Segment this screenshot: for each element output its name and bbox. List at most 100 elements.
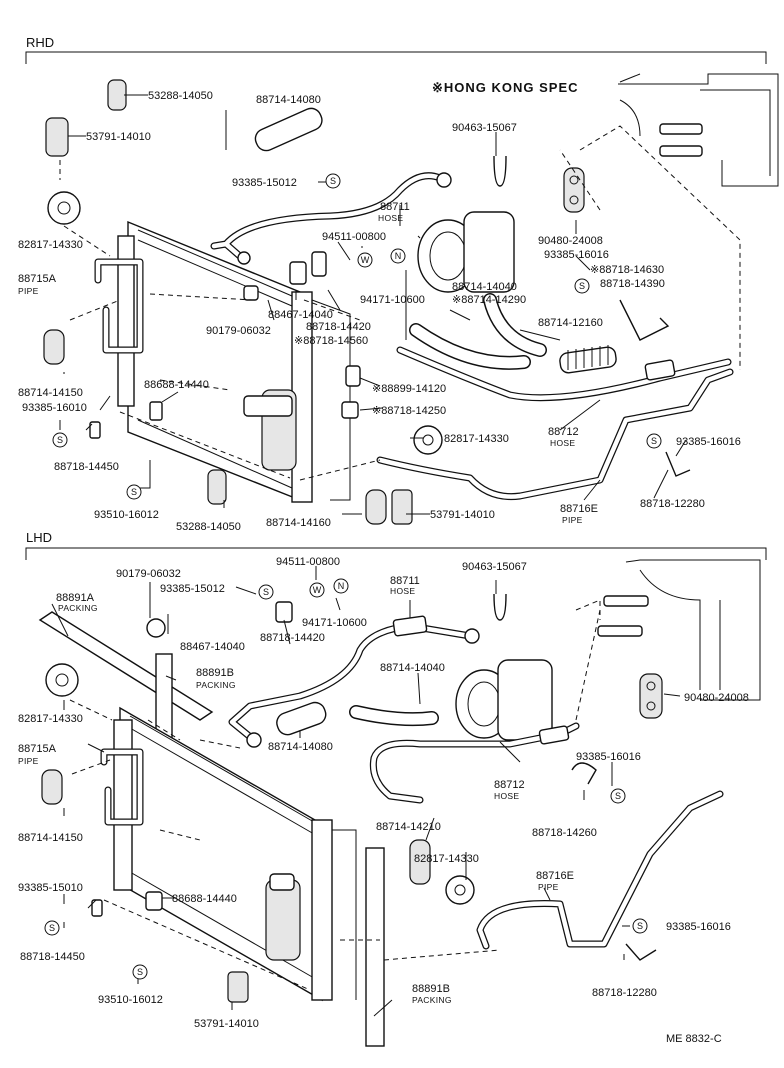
rhd-bracket bbox=[25, 51, 767, 64]
hong-kong-spec-note: ※HONG KONG SPEC bbox=[432, 80, 579, 95]
part-label: 53791-14010 bbox=[86, 131, 151, 143]
lhd-leader-lines bbox=[51, 566, 681, 1017]
part-label: 94171-10600 bbox=[302, 617, 367, 629]
part-label: 88714-12160 bbox=[538, 317, 603, 329]
part-label: 88716E bbox=[536, 870, 574, 882]
part-label: 88714-14040 bbox=[452, 281, 517, 293]
part-label: 88714-14080 bbox=[256, 94, 321, 106]
part-sublabel: PACKING bbox=[196, 680, 236, 690]
part-label: 88716E bbox=[560, 503, 598, 515]
part-label: 88718-14450 bbox=[54, 461, 119, 473]
part-label: 93385-15012 bbox=[160, 583, 225, 595]
svg-text:W: W bbox=[361, 255, 370, 265]
svg-text:S: S bbox=[330, 176, 336, 186]
part-label: 82817-14330 bbox=[18, 239, 83, 251]
rhd-fastener-symbols: S W N S S S S bbox=[52, 173, 662, 500]
part-label: ※88718-14250 bbox=[372, 405, 446, 417]
part-label: 88711 bbox=[380, 201, 410, 213]
part-sublabel: PIPE bbox=[562, 515, 583, 525]
rhd-part-shapes bbox=[43, 73, 779, 525]
part-label: 88714-14210 bbox=[376, 821, 441, 833]
part-label: 88714-14040 bbox=[380, 662, 445, 674]
receiver-drier-lhd bbox=[265, 879, 301, 961]
lhd-part-labels: 94511-00800 90179-06032 88711 HOSE 90463… bbox=[18, 556, 749, 1030]
evaporator-unit-rhd bbox=[618, 73, 779, 187]
part-label: 90480-24008 bbox=[538, 235, 603, 247]
part-label: 88891B bbox=[196, 667, 234, 679]
symbol-w: W bbox=[309, 582, 325, 598]
part-label: 53791-14010 bbox=[430, 509, 495, 521]
part-label: 88718-14420 bbox=[306, 321, 371, 333]
svg-text:N: N bbox=[338, 581, 345, 591]
part-label: 88715A bbox=[18, 743, 57, 755]
svg-text:S: S bbox=[263, 587, 269, 597]
lhd-dashed-lines bbox=[69, 599, 601, 991]
part-label: 88714-14080 bbox=[268, 741, 333, 753]
part-sublabel: HOSE bbox=[378, 213, 403, 223]
svg-text:S: S bbox=[615, 791, 621, 801]
svg-text:S: S bbox=[137, 967, 143, 977]
part-label: 88688-14440 bbox=[172, 893, 237, 905]
part-label: ※88718-14560 bbox=[294, 335, 368, 347]
symbol-s: S bbox=[325, 173, 341, 189]
part-label: 88891A bbox=[56, 592, 95, 604]
part-label: 90463-15067 bbox=[462, 561, 527, 573]
svg-text:S: S bbox=[57, 435, 63, 445]
spec-leader bbox=[619, 73, 641, 83]
part-sublabel: PIPE bbox=[538, 882, 559, 892]
svg-text:S: S bbox=[131, 487, 137, 497]
svg-text:N: N bbox=[395, 251, 402, 261]
part-label: 88714-14150 bbox=[18, 832, 83, 844]
symbol-s: S bbox=[44, 920, 60, 936]
part-label: 53288-14050 bbox=[176, 521, 241, 533]
part-label: 94171-10600 bbox=[360, 294, 425, 306]
rhd-dashed-lines bbox=[59, 125, 741, 481]
part-label: 88718-14260 bbox=[532, 827, 597, 839]
symbol-n: N bbox=[333, 578, 349, 594]
part-label: 88688-14440 bbox=[144, 379, 209, 391]
part-label: 88891B bbox=[412, 983, 450, 995]
part-label: 88714-14150 bbox=[18, 387, 83, 399]
part-label: 93385-15010 bbox=[18, 882, 83, 894]
lhd-bracket bbox=[25, 547, 767, 560]
part-sublabel: PIPE bbox=[18, 286, 39, 296]
rhd-leader-lines bbox=[59, 94, 687, 515]
part-label: 94511-00800 bbox=[276, 556, 340, 568]
symbol-s: S bbox=[258, 584, 274, 600]
symbol-s: S bbox=[632, 918, 648, 934]
part-label: 94511-00800 bbox=[322, 231, 386, 243]
part-label: 90463-15067 bbox=[452, 122, 517, 134]
part-label: 88712 bbox=[494, 779, 525, 791]
svg-text:S: S bbox=[49, 923, 55, 933]
part-label: 53288-14050 bbox=[148, 90, 213, 102]
symbol-s: S bbox=[574, 278, 590, 294]
part-label: 93385-16016 bbox=[576, 751, 641, 763]
lhd-part-shapes bbox=[38, 559, 761, 1047]
part-label: 93385-16016 bbox=[544, 249, 609, 261]
part-label: 93510-16012 bbox=[98, 994, 163, 1006]
part-label: 88718-12280 bbox=[592, 987, 657, 999]
part-label: 88467-14040 bbox=[268, 309, 333, 321]
part-label: 93385-16016 bbox=[666, 921, 731, 933]
part-label: 82817-14330 bbox=[414, 853, 479, 865]
part-label: 93385-15012 bbox=[232, 177, 297, 189]
part-label: 88714-14160 bbox=[266, 517, 331, 529]
part-label: 90179-06032 bbox=[206, 325, 271, 337]
part-label: 88715A bbox=[18, 273, 57, 285]
part-sublabel: HOSE bbox=[550, 438, 575, 448]
svg-text:S: S bbox=[579, 281, 585, 291]
part-label: 53791-14010 bbox=[194, 1018, 259, 1030]
symbol-s: S bbox=[52, 432, 68, 448]
lhd-fastener-symbols: S W N S S S S bbox=[44, 578, 648, 980]
part-label: 88718-12280 bbox=[640, 498, 705, 510]
part-label: 88712 bbox=[548, 426, 579, 438]
svg-text:S: S bbox=[637, 921, 643, 931]
svg-text:W: W bbox=[313, 585, 322, 595]
part-label: ※88899-14120 bbox=[372, 383, 446, 395]
svg-text:S: S bbox=[651, 436, 657, 446]
section-title-rhd: RHD bbox=[26, 35, 54, 50]
part-sublabel: HOSE bbox=[494, 791, 519, 801]
symbol-w: W bbox=[357, 252, 373, 268]
part-label: ※88718-14630 bbox=[590, 264, 664, 276]
